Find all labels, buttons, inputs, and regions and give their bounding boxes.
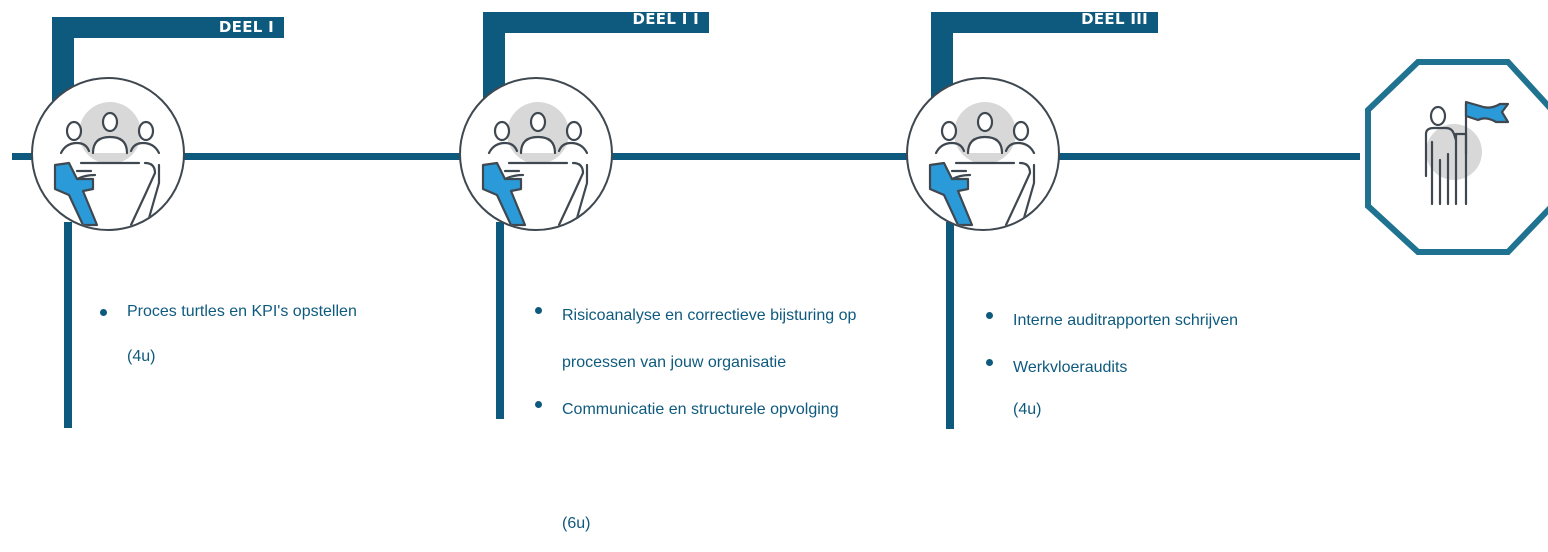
meeting-table-icon	[481, 102, 589, 227]
phase-1-label: DEEL I	[218, 18, 274, 36]
phase-1-icon-circle	[31, 77, 185, 231]
phase-2-icon-circle	[459, 77, 613, 231]
phase-1-hours: (4u)	[127, 348, 156, 365]
phase-1-list: Proces turtles en KPI's opstellen	[97, 294, 427, 330]
list-item: Communicatie en structurele opvolging	[532, 386, 872, 433]
list-item: Risicoanalyse en correctieve bijsturing …	[532, 292, 872, 386]
timeline-line	[12, 153, 1360, 160]
goal-octagon	[1360, 58, 1548, 258]
list-item: Proces turtles en KPI's opstellen	[97, 294, 427, 330]
phase-2-hours: (6u)	[562, 515, 591, 532]
phase-3-label: DEEL III	[1081, 10, 1148, 28]
phase-2-top-bar	[483, 12, 709, 33]
phase-3-icon-circle	[906, 77, 1060, 231]
phase-2-left-bar-bottom	[496, 222, 504, 419]
phase-3-top-bar	[931, 12, 1158, 33]
phase-2-left-bar-top	[483, 12, 505, 107]
phase-1-top-bar	[52, 17, 284, 38]
meeting-table-icon	[928, 102, 1036, 227]
phase-1-left-bar-bottom	[64, 222, 72, 428]
meeting-table-icon	[53, 102, 161, 227]
phase-3-left-bar-top	[931, 12, 953, 107]
list-item: Interne auditrapporten schrijven	[983, 297, 1313, 344]
phase-3-list: Interne auditrapporten schrijven Werkvlo…	[983, 297, 1313, 391]
phase-3-left-bar-bottom	[946, 222, 954, 429]
person-with-flag-icon	[1424, 100, 1510, 206]
list-item: Werkvloeraudits	[983, 344, 1313, 391]
phase-2-label: DEEL I I	[632, 10, 699, 28]
phase-2-list: Risicoanalyse en correctieve bijsturing …	[532, 292, 872, 433]
phase-3-hours: (4u)	[1013, 401, 1042, 418]
phase-1-left-bar-top	[52, 17, 74, 107]
